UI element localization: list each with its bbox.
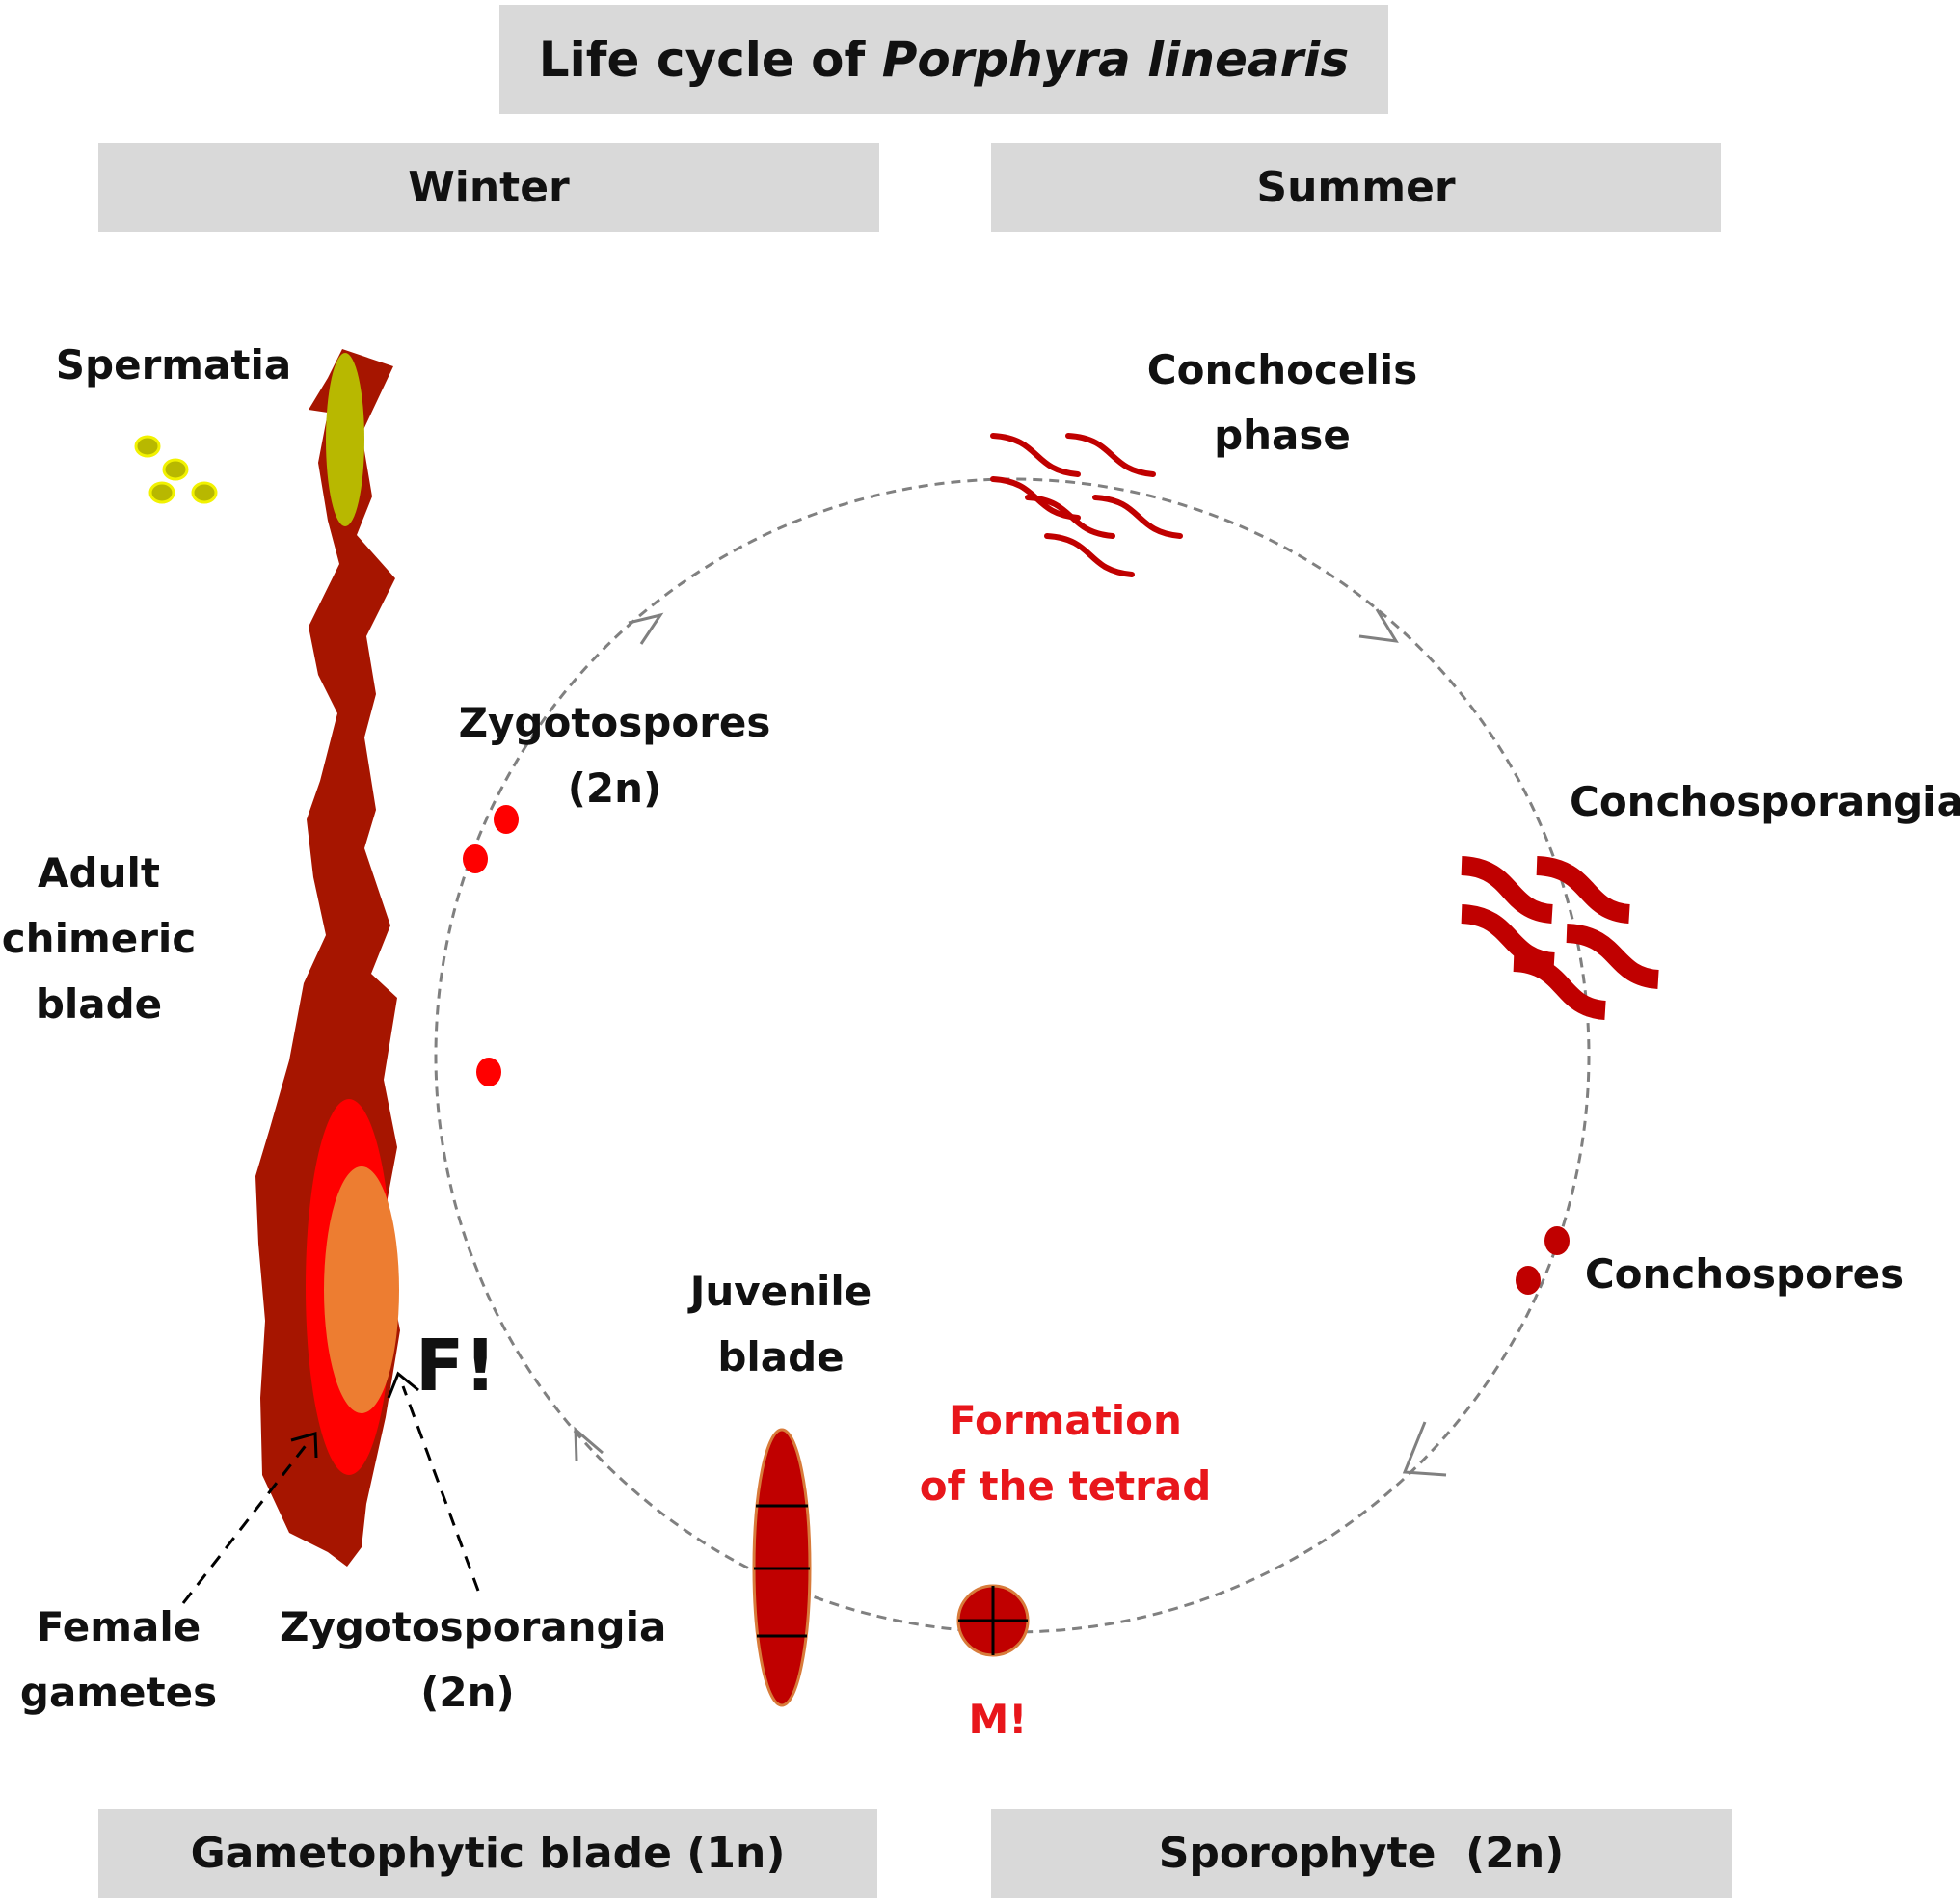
label-fertilization-mark: F! (415, 1325, 497, 1407)
label-spermatia: Spermatia (55, 341, 292, 389)
conchocelis-filaments (990, 433, 1183, 577)
conchospore-2 (1516, 1266, 1541, 1295)
conchosporangia-filaments (1461, 856, 1660, 1020)
zygotosporangia-pointer (401, 1385, 480, 1592)
label-conchocelis-phase: Conchocelis phase (1146, 346, 1418, 459)
cycle-arrow-bottom-right (1402, 1421, 1447, 1477)
diagram-title: Life cycle of Porphyra linearis (499, 5, 1388, 114)
spermatium-3 (148, 481, 175, 504)
title-prefix: Life cycle of (538, 31, 882, 88)
footer-gametophytic-blade: Gametophytic blade (1n) (98, 1809, 877, 1898)
female-gametes-pointer (181, 1438, 312, 1604)
footer-sporophyte: Sporophyte (2n) (991, 1809, 1732, 1898)
zygotospore-1 (494, 805, 519, 834)
spermatium-2 (162, 458, 189, 481)
cycle-arrow-top-right (1358, 608, 1399, 643)
cycle-arrow-bottom-left (574, 1426, 604, 1461)
label-meiosis-mark: M! (968, 1696, 1028, 1743)
spermatium-1 (134, 435, 161, 458)
season-header-summer: Summer (991, 143, 1721, 232)
label-adult-chimeric-blade: Adult chimeric blade (1, 849, 197, 1028)
zygotosporangia-pointer-head (387, 1371, 419, 1399)
label-female-gametes: Female gametes (19, 1603, 218, 1716)
label-juvenile-blade: Juvenile blade (689, 1268, 873, 1380)
spermatium-4 (191, 481, 218, 504)
spermatangial-patch (326, 353, 364, 526)
title-species: Porphyra linearis (881, 31, 1350, 88)
label-zygotospores: Zygotospores (2n) (458, 699, 771, 812)
female-gametes-pointer-head (290, 1432, 318, 1459)
zygotospore-3 (476, 1058, 501, 1086)
cycle-arrow-top-left (628, 612, 664, 645)
label-zygotosporangia: Zygotosporangia (2n) (280, 1603, 667, 1716)
label-conchospores: Conchospores (1584, 1250, 1905, 1298)
label-formation-of-tetrad: Formation of the tetrad (919, 1397, 1212, 1510)
zygotospore-2 (463, 844, 488, 873)
conchospore-1 (1544, 1226, 1570, 1255)
label-conchosporangia: Conchosporangia (1570, 778, 1960, 825)
zygotosporangia-region (324, 1166, 399, 1413)
season-header-winter: Winter (98, 143, 879, 232)
